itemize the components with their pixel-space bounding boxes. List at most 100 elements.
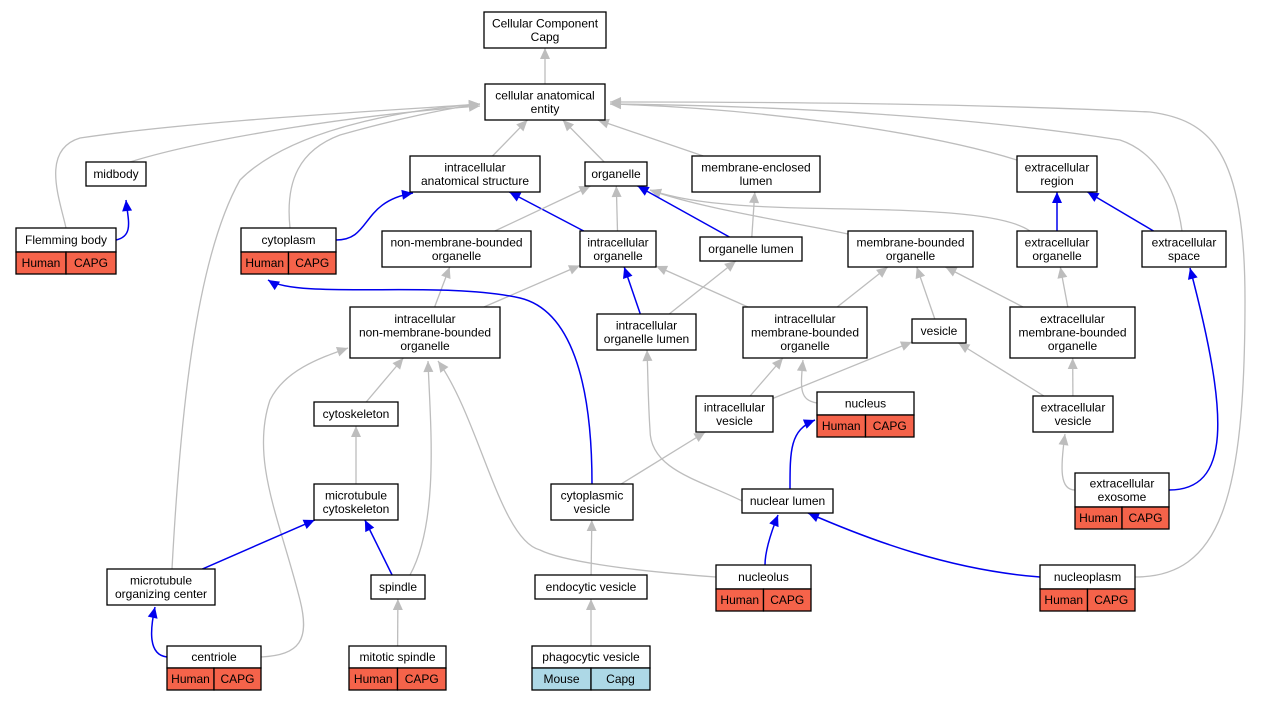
term-node-inmbo[interactable]: intracellularnon-membrane-boundedorganel…	[349, 306, 501, 359]
arrowhead	[302, 519, 315, 529]
arrowhead	[769, 515, 779, 528]
term-box	[483, 11, 607, 49]
term-node-orglumen[interactable]: organelle lumen	[699, 236, 803, 262]
edge-line	[789, 419, 816, 490]
term-box	[699, 236, 803, 262]
edge-imbo-to-mbo	[836, 266, 889, 308]
term-label-line: cytoskeleton	[323, 407, 390, 421]
edge-centriole-to-mtoc	[147, 606, 168, 658]
term-label-line: exosome	[1098, 490, 1147, 504]
term-label-line: non-membrane-bounded	[390, 235, 522, 249]
term-label-line: entity	[531, 102, 560, 116]
arrowhead	[693, 432, 706, 443]
term-box	[1032, 395, 1114, 433]
arrowhead	[147, 607, 158, 619]
term-label-line: endocytic vesicle	[546, 580, 637, 594]
edge-nmbo-to-organelle	[494, 185, 591, 232]
species-label: Human	[171, 672, 210, 686]
term-node-midbody[interactable]: midbody	[85, 161, 147, 187]
arrowhead	[610, 97, 621, 107]
edge-nucleolus-to-nuclumen	[764, 514, 779, 566]
arrowhead	[724, 261, 736, 272]
edge-mbo-to-organelle	[649, 189, 849, 235]
edge-line	[649, 189, 1031, 232]
arrowhead	[509, 192, 522, 202]
term-label-line: organelle lumen	[708, 242, 793, 256]
arrowhead	[597, 118, 610, 129]
gene-cell	[396, 667, 447, 691]
edge-line	[202, 519, 315, 570]
edge-line	[129, 105, 481, 163]
term-label-line: centriole	[191, 650, 237, 664]
term-label-line: midbody	[93, 167, 138, 181]
term-label-line: region	[1040, 174, 1073, 188]
term-node-spindle[interactable]: spindle	[370, 574, 426, 600]
term-box	[1141, 230, 1227, 268]
term-node-vesicle[interactable]: vesicle	[911, 318, 967, 344]
term-box	[695, 395, 774, 433]
term-box	[691, 155, 821, 193]
edge-exosome-to-ev	[1058, 433, 1076, 491]
term-node-organelle[interactable]: organelle	[584, 161, 648, 187]
term-node-nuclumen[interactable]: nuclear lumen	[741, 488, 834, 514]
edge-line	[609, 103, 1018, 161]
term-box	[409, 155, 541, 193]
term-node-cytoskeleton[interactable]: cytoskeleton	[313, 401, 399, 427]
term-label-line: extracellular	[1090, 476, 1155, 490]
gene-label: CAPG	[74, 256, 108, 270]
gene-label: CAPG	[770, 593, 804, 607]
term-label-line: mitotic spindle	[359, 650, 435, 664]
edge-cytoskeleton-to-inmbo	[365, 357, 404, 403]
edge-endo-to-cytves	[586, 519, 597, 576]
edge-iv-to-imbo	[749, 357, 784, 397]
edge-mel-to-cae	[597, 118, 704, 157]
term-node-endo[interactable]: endocytic vesicle	[534, 574, 648, 600]
edge-imbo-to-intorg	[655, 265, 749, 308]
edge-nucleolus-to-inmbo	[437, 360, 717, 578]
arrowhead	[650, 188, 663, 199]
edge-orglumen-to-organelle	[637, 185, 730, 238]
arrowhead	[611, 186, 622, 198]
term-box	[579, 230, 657, 268]
term-box	[1009, 306, 1136, 359]
gene-label: CAPG	[1094, 593, 1128, 607]
term-box	[1016, 230, 1098, 268]
term-label-line: vesicle	[1055, 414, 1092, 428]
